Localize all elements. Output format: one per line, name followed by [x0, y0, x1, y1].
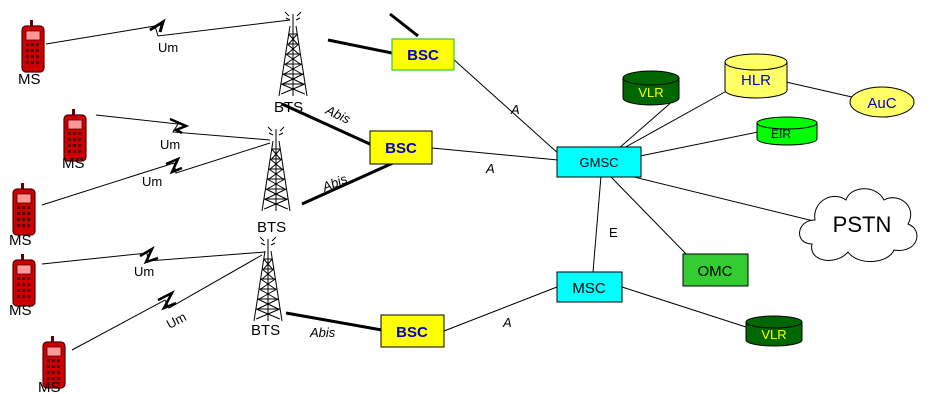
vlr-node-2: VLR: [745, 315, 803, 347]
omc-node: OMC: [682, 253, 749, 287]
tower-icon: [278, 11, 308, 97]
bsc-node-1: BSC: [391, 38, 455, 71]
link-labels: Um Um Um Um Um Abis Abis Abis A A A E: [134, 40, 618, 340]
bsc-label: BSC: [396, 324, 428, 341]
ms-label: MS: [18, 71, 41, 88]
e-label: E: [609, 225, 618, 240]
ms-node-4: MS: [9, 253, 36, 319]
gmsc-label: GMSC: [580, 155, 619, 170]
ms-label: MS: [62, 155, 85, 172]
um-link-3: [41, 142, 271, 206]
mobile-phone-icon: [12, 182, 36, 236]
bsc-node-3: BSC: [380, 314, 445, 348]
bsc-label: BSC: [407, 47, 439, 64]
um-link-2: [95, 114, 271, 141]
a-label-2: A: [485, 161, 495, 176]
pstn-node: PSTN: [799, 188, 918, 262]
ms-label: MS: [9, 302, 32, 319]
omc-label: OMC: [698, 263, 733, 280]
ms-node-2: MS: [62, 108, 87, 172]
um-label-1: Um: [158, 40, 178, 55]
bts-node-3: BTS: [251, 236, 283, 339]
um-label-5: Um: [164, 309, 189, 332]
a-label-1: A: [510, 102, 520, 117]
um-label-4: Um: [134, 264, 154, 279]
hlr-label: HLR: [741, 72, 771, 89]
um-link-4: [41, 245, 266, 265]
vlr-label: VLR: [638, 85, 663, 100]
bts-label: BTS: [274, 99, 303, 116]
mobile-phone-icon: [63, 108, 87, 162]
tower-icon: [253, 236, 283, 322]
mobile-phone-icon: [12, 253, 36, 307]
abis-label-2: Abis: [319, 171, 349, 195]
links: [41, 12, 866, 351]
vlr-node-1: VLR: [622, 70, 680, 106]
bsc-node-2: BSC: [369, 130, 433, 165]
eir-node: EIR: [756, 116, 818, 146]
a-label-3: A: [502, 315, 512, 330]
um-label-3: Um: [142, 174, 162, 189]
ms-label: MS: [38, 379, 61, 394]
um-link-5: [71, 254, 263, 351]
bts-node-2: BTS: [257, 126, 291, 236]
abis-label-3: Abis: [309, 325, 336, 340]
bts-node-1: BTS: [274, 11, 308, 116]
bts-label: BTS: [257, 219, 286, 236]
msc-label: MSC: [572, 280, 606, 297]
auc-node: AuC: [849, 86, 915, 118]
pstn-label: PSTN: [833, 212, 892, 237]
ms-node-1: MS: [18, 19, 45, 88]
msc-node: MSC: [556, 271, 623, 303]
auc-label: AuC: [867, 95, 896, 112]
ms-node-5: MS: [38, 335, 66, 394]
um-label-2: Um: [160, 137, 180, 152]
hlr-node: HLR: [724, 53, 788, 99]
um-link-1: [45, 18, 291, 45]
mobile-phone-icon: [21, 19, 45, 73]
gmsc-node: GMSC: [556, 146, 642, 178]
ms-label: MS: [9, 232, 32, 249]
bsc-label: BSC: [385, 140, 417, 157]
ms-node-3: MS: [9, 182, 36, 249]
eir-label: EIR: [771, 127, 791, 141]
bts-label: BTS: [251, 322, 280, 339]
cloud-icon: [799, 188, 918, 262]
vlr-label: VLR: [761, 327, 786, 342]
